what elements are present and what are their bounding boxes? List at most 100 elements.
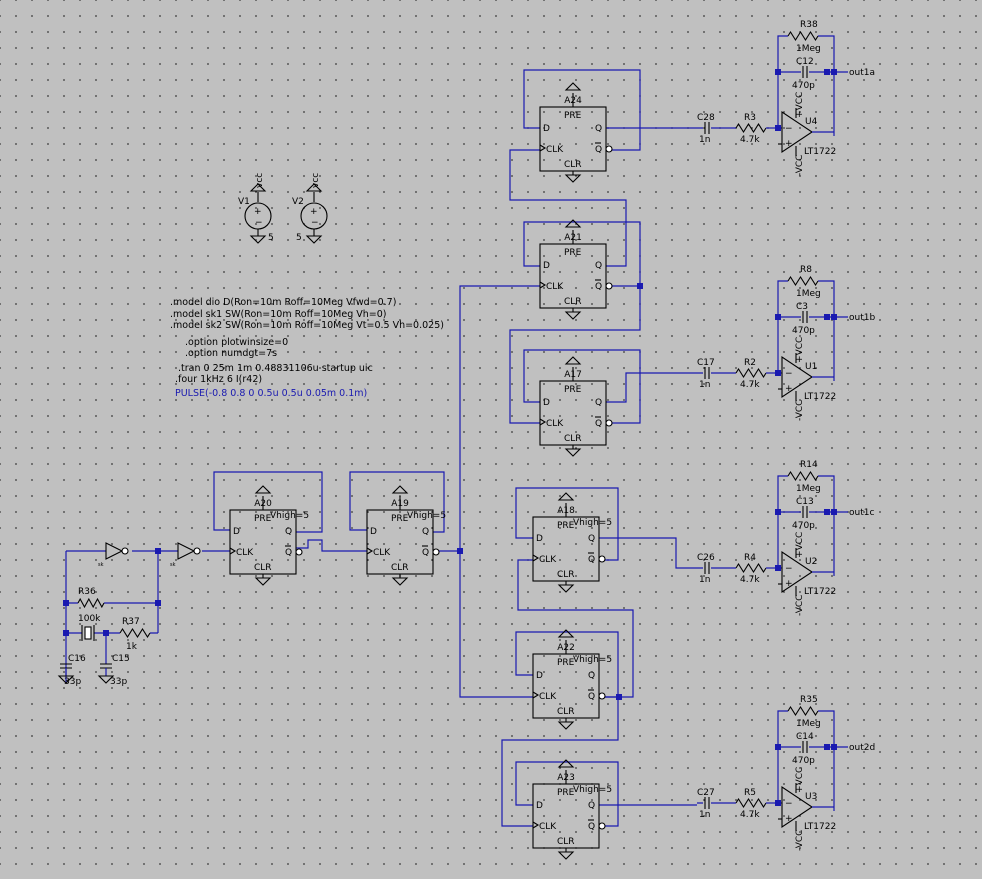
rin-ref: R4 [744,553,756,563]
ff-pin-pre: PRE [557,788,575,798]
opamp-part: LT1722 [804,587,836,597]
ff-pin-clr: CLR [564,160,582,170]
ff-vhigh: Vhigh=5 [573,655,612,665]
ff-pin-clk: CLK [236,548,254,558]
source-plus: + [254,207,262,217]
source-value: 5 [296,233,302,243]
rin-value: 4.7k [740,135,760,145]
ff-pin-clr: CLR [564,434,582,444]
cf-value: 470p [792,521,815,531]
source-value: 5 [268,233,274,243]
ff-name: A20 [254,499,272,509]
cf-ref: C14 [796,732,814,742]
voltage-source-v2[interactable]: vcc+−V25 [292,173,328,244]
ff-pin-d: D [536,534,543,544]
output-net-label: out1c [849,508,874,518]
r37-value: 1k [126,642,138,652]
cf-ref: C3 [796,302,808,312]
opamp-vcc-pos: +VCC [795,767,805,793]
ff-pin-clk: CLK [546,419,564,429]
stage-1c[interactable]: C261nR44.7kR141MegC13470pout1c−++VCC-VCC… [697,460,874,616]
voltage-source-v1[interactable]: vcc +− V1 5 [238,173,274,244]
spice-directive-4: .option plotwinsize=0 [185,337,288,348]
source-minus: − [255,218,263,228]
rf-ref: R38 [800,20,818,30]
rin-value: 4.7k [740,575,760,585]
ff-pin-qbar: Q [588,555,595,565]
cf-value: 470p [792,81,815,91]
ff-pin-pre: PRE [564,248,582,258]
ff-pin-pre: PRE [557,521,575,531]
source-name: V1 [238,197,250,207]
cin-ref: C28 [697,113,715,123]
stage-1a[interactable]: C281nR34.7kR381MegC12470pout1a−++VCC-VCC… [697,20,875,176]
inverter-label: sk [98,562,104,568]
opamp-vcc-neg: -VCC [795,830,805,851]
c16-ref: C16 [68,654,86,664]
ff-name: A24 [564,96,582,106]
opamp-ref: U3 [805,792,817,802]
ff-pin-qbar: Q [422,548,429,558]
opamp-inv: − [785,564,793,574]
stage-2d[interactable]: C271nR54.7kR351MegC14470pout2d−++VCC-VCC… [697,695,875,851]
ff-pin-clk: CLK [546,145,564,155]
rf-ref: R14 [800,460,818,470]
ff-name: A23 [557,773,575,783]
inverter-2[interactable]: sk [170,542,201,568]
cin-ref: C26 [697,553,715,563]
wires [65,69,697,827]
rf-ref: R8 [800,265,812,275]
junction [457,548,463,554]
ff-pin-pre: PRE [564,111,582,121]
opamp-vcc-neg: -VCC [795,155,805,176]
ff-pin-qbar: Q [595,145,602,155]
opamp-noninv: + [785,814,793,824]
cin-ref: C27 [697,788,715,798]
inverter-1[interactable]: sk [98,542,129,568]
source-name: V2 [292,197,304,207]
ff-pin-d: D [536,671,543,681]
r36-value: 100k [78,614,101,624]
c15-value: 33p [110,677,127,687]
opamp-noninv: + [785,579,793,589]
opamp-vcc-pos: +VCC [795,532,805,558]
stage-1b[interactable]: C171nR24.7kR81MegC3470pout1b−++VCC-VCCU1… [697,265,875,421]
opamp-vcc-neg: -VCC [795,400,805,421]
ff-pin-clr: CLR [564,297,582,307]
opamp-part: LT1722 [804,392,836,402]
opamp-inv: − [785,124,793,134]
ff-pin-d: D [543,261,550,271]
ff-pin-clr: CLR [254,563,272,573]
opamp-vcc-pos: +VCC [795,337,805,363]
ff-pin-clr: CLR [391,563,409,573]
rf-value: 1Meg [796,719,821,729]
spice-directives: .model dio D(Ron=10m Roff=10Meg Vfwd=0.7… [170,297,444,399]
ff-pin-pre: PRE [557,658,575,668]
source-net: vcc [255,173,265,188]
c15-ref: C15 [112,654,130,664]
opamp-part: LT1722 [804,147,836,157]
source-spec: PULSE(-0.8 0.8 0 0.5u 0.5u 0.05m 0.1m) [175,388,367,399]
rf-value: 1Meg [796,44,821,54]
ff-pin-d: D [543,398,550,408]
rin-ref: R3 [744,113,756,123]
spice-directive-6: .tran 0 25m 1m 0.48831106u startup uic [178,363,373,374]
ff-vhigh: Vhigh=5 [573,518,612,528]
ff-pin-d: D [543,124,550,134]
ff-pin-pre: PRE [564,385,582,395]
r36-ref: R36 [78,587,96,597]
opamp-inv: − [785,369,793,379]
ff-pin-clk: CLK [373,548,391,558]
ff-pin-pre: PRE [254,514,272,524]
spice-directive-1: .model dio D(Ron=10m Roff=10Meg Vfwd=0.7… [170,297,396,308]
